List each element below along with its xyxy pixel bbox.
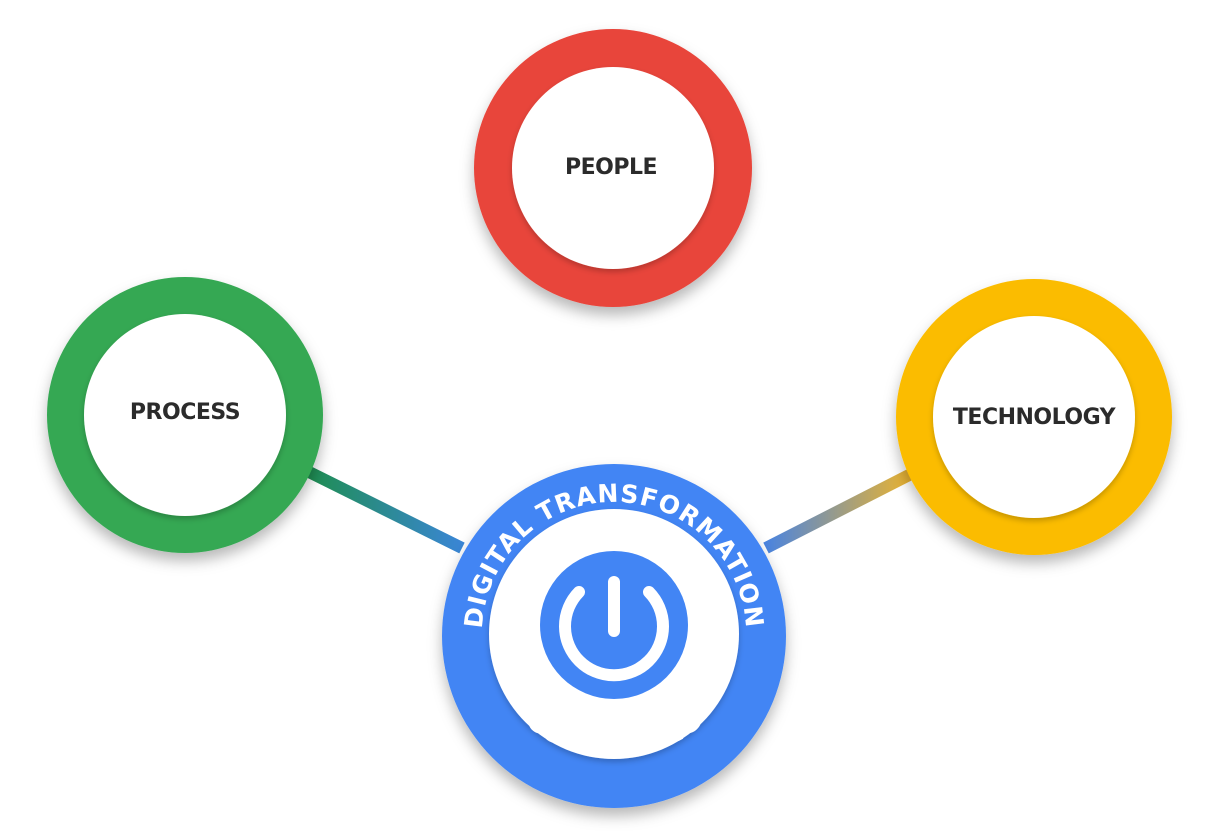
process-inner: [84, 314, 286, 516]
power-icon: [540, 551, 688, 699]
technology-label: TECHNOLOGY: [953, 405, 1117, 430]
people-label: PEOPLE: [565, 155, 657, 180]
process-label: PROCESS: [130, 400, 240, 425]
people-inner: [512, 67, 714, 269]
connector-process: [302, 464, 465, 554]
node-technology: TECHNOLOGY: [896, 279, 1172, 555]
node-process: PROCESS: [47, 277, 323, 553]
connector-technology: [763, 466, 918, 554]
node-people: PEOPLE: [474, 29, 752, 307]
technology-inner: [933, 316, 1135, 518]
hub-digital-transformation: DIGITAL TRANSFORMATION CONNECTING: [442, 464, 786, 808]
